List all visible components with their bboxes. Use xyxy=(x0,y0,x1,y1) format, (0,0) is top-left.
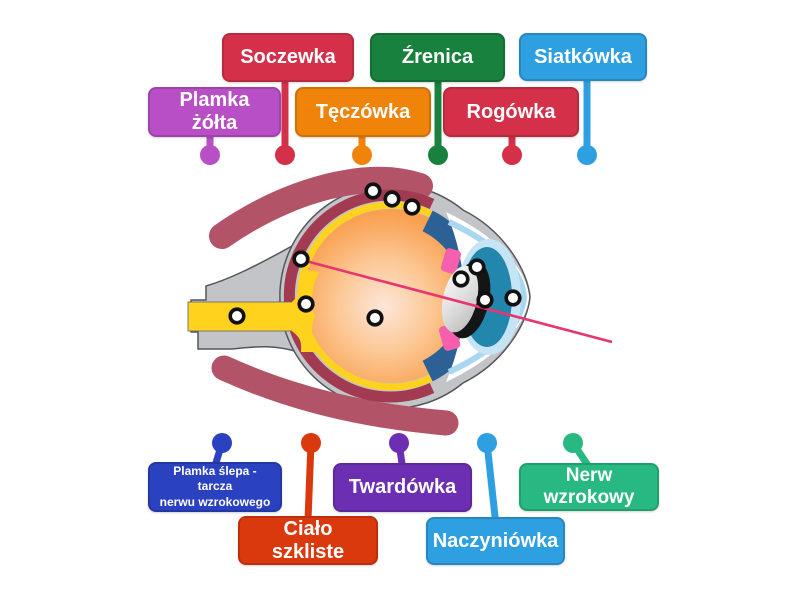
iris-top xyxy=(440,248,462,274)
light-ray-line xyxy=(301,258,613,344)
target-dot[interactable] xyxy=(297,295,315,313)
label-nerw-wzrokowy[interactable]: Nerw wzrokowy xyxy=(519,463,659,511)
label-text-twardowka: Twardówka xyxy=(348,476,457,498)
vitreous-body xyxy=(304,209,478,383)
label-text-soczewka: Soczewka xyxy=(240,46,336,68)
label-pin-teczowka xyxy=(352,145,372,165)
target-dots xyxy=(228,182,522,327)
eye-muscle-bottom xyxy=(211,355,459,436)
label-stem-naczyniowka xyxy=(483,442,499,522)
label-stem-cialo-szkliste xyxy=(304,442,315,521)
label-text-cialo-szkliste: Ciało szkliste xyxy=(271,517,345,563)
label-teczowka[interactable]: Tęczówka xyxy=(295,87,431,137)
target-dot[interactable] xyxy=(383,190,401,208)
label-siatkowka[interactable]: Siatkówka xyxy=(519,33,647,81)
label-pin-cialo-szkliste xyxy=(301,433,321,453)
label-text-rogowka: Rogówka xyxy=(466,100,556,123)
label-text-zrenica: Źrenica xyxy=(401,46,474,68)
label-pin-nerw-wzrokowy xyxy=(563,433,583,453)
target-dot[interactable] xyxy=(292,250,310,268)
label-pin-plamka-slepa xyxy=(212,433,232,453)
label-plamka-slepa[interactable]: Plamka ślepa - tarcza nerwu wzrokowego xyxy=(148,462,282,512)
label-text-naczyniowka: Naczyniówka xyxy=(432,529,559,552)
target-dot[interactable] xyxy=(468,258,486,276)
target-dot[interactable] xyxy=(504,289,522,307)
label-text-siatkowka: Siatkówka xyxy=(534,45,632,68)
label-pin-plamka-zolta xyxy=(200,145,220,165)
label-soczewka[interactable]: Soczewka xyxy=(222,33,354,82)
target-dot[interactable] xyxy=(403,198,421,216)
eye-muscle-top xyxy=(209,166,433,249)
label-twardowka[interactable]: Twardówka xyxy=(333,463,472,512)
target-dot[interactable] xyxy=(452,270,470,288)
label-pin-siatkowka xyxy=(577,145,597,165)
label-pin-rogowka xyxy=(502,145,522,165)
label-pin-soczewka xyxy=(275,145,295,165)
label-text-plamka-slepa: Plamka ślepa - tarcza nerwu wzrokowego xyxy=(159,463,271,509)
target-dot[interactable] xyxy=(364,182,382,200)
target-dot[interactable] xyxy=(366,309,384,327)
label-text-teczowka: Tęczówka xyxy=(315,100,411,123)
label-zrenica[interactable]: Źrenica xyxy=(370,33,505,82)
label-text-nerw-wzrokowy: Nerw wzrokowy xyxy=(543,465,635,508)
target-dot[interactable] xyxy=(228,307,246,325)
label-text-plamka-zolta: Plamka żółta xyxy=(179,89,250,134)
label-pin-naczyniowka xyxy=(477,433,497,453)
label-pin-twardowka xyxy=(389,433,409,453)
label-cialo-szkliste[interactable]: Ciało szkliste xyxy=(238,516,378,565)
lens xyxy=(441,265,479,333)
label-naczyniowka[interactable]: Naczyniówka xyxy=(426,517,565,565)
label-plamka-zolta[interactable]: Plamka żółta xyxy=(148,87,281,137)
target-dot[interactable] xyxy=(476,291,494,309)
label-rogowka[interactable]: Rogówka xyxy=(443,87,579,137)
label-pin-zrenica xyxy=(428,145,448,165)
